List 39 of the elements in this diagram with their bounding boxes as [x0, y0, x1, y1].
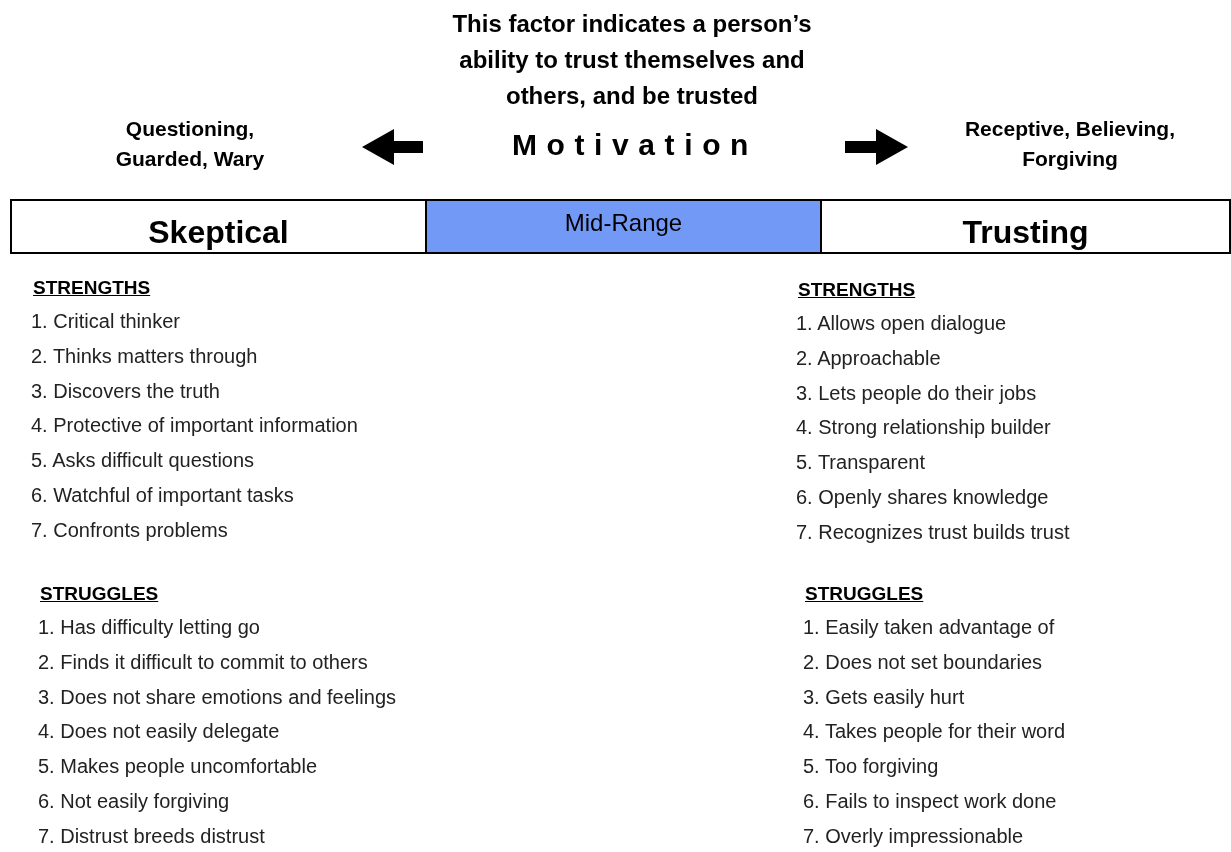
section-heading: STRUGGLES: [805, 582, 924, 606]
list-item: 3. Does not share emotions and feelings: [38, 684, 396, 709]
list-item: 4. Protective of important information: [31, 413, 358, 438]
title: This factor indicates a person’s ability to trust themselves and others, and be trusted: [451, 9, 813, 111]
list-item: 7. Overly impressionable: [803, 823, 1024, 848]
list-item: 3. Discovers the truth: [31, 378, 220, 403]
list-item: 4. Takes people for their word: [803, 719, 1065, 744]
list-item: 7. Confronts problems: [31, 517, 228, 542]
list-item: 5. Asks difficult questions: [31, 448, 255, 473]
list-item: 3. Gets easily hurt: [803, 684, 965, 709]
list-item: 7. Distrust breeds distrust: [38, 823, 265, 848]
list-item: 6. Watchful of important tasks: [31, 483, 294, 507]
range-segment: Skeptical: [10, 199, 425, 254]
trait-text: Receptive, Believing, Forgiving: [963, 116, 1177, 172]
list-item: 6. Fails to inspect work done: [803, 789, 1057, 813]
list-item: 7. Recognizes trust builds trust: [796, 519, 1070, 544]
list-item: 5. Too forgiving: [803, 754, 939, 779]
list-item: 3. Lets people do their jobs: [796, 380, 1037, 405]
list-item: 2. Finds it difficult to commit to others: [38, 649, 368, 674]
list-item: 2. Does not set boundaries: [803, 649, 1043, 674]
list-item: 5. Makes people uncomfortable: [38, 754, 318, 779]
list-item: 4. Strong relationship builder: [796, 415, 1051, 440]
range-segment: Trusting: [820, 199, 1231, 254]
list-item: 1. Easily taken advantage of: [803, 615, 1055, 639]
section-heading: STRENGTHS: [33, 276, 151, 300]
list-item: 1. Has difficulty letting go: [38, 615, 260, 639]
list-item: 2. Thinks matters through: [31, 343, 258, 368]
section-heading: STRUGGLES: [40, 582, 159, 606]
range-segment: Mid-Range: [425, 199, 820, 254]
section-heading: STRENGTHS: [798, 278, 916, 302]
factor-heading: Motivation: [511, 127, 759, 163]
list-item: 1. Allows open dialogue: [796, 311, 1007, 335]
list-item: 5. Transparent: [796, 450, 925, 475]
list-item: 6. Openly shares knowledge: [796, 485, 1049, 509]
list-item: 4. Does not easily delegate: [38, 719, 280, 744]
list-item: 6. Not easily forgiving: [38, 789, 230, 813]
list-item: 1. Critical thinker: [31, 309, 180, 333]
trait-text: Questioning, Guarded, Wary: [114, 116, 266, 172]
list-item: 2. Approachable: [796, 345, 941, 370]
